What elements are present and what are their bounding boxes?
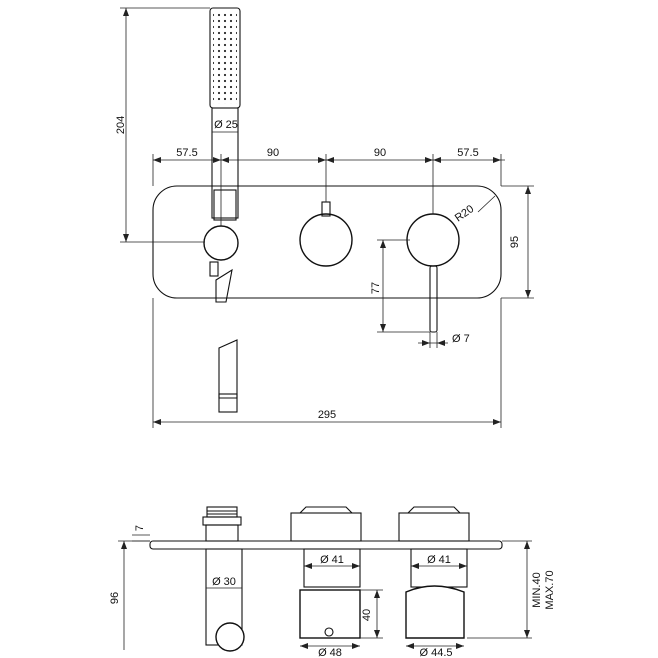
dim-lever-dia: Ø 7 xyxy=(418,332,470,348)
dim-label-dia41-a: Ø 41 xyxy=(320,554,344,566)
dim-label-r20: R20 xyxy=(453,203,476,224)
dim-min-max-depth: MIN.40 MAX.70 xyxy=(467,540,556,639)
dim-label-204: 204 xyxy=(115,116,127,134)
dim-shower-height: 204 xyxy=(115,7,210,243)
side-view: 7 96 Ø 30 Ø 41 Ø 41 xyxy=(109,506,556,658)
dim-label-57-5-right: 57.5 xyxy=(457,147,478,159)
dim-label-dia48: Ø 48 xyxy=(318,647,342,658)
dim-label-max70: MAX.70 xyxy=(544,570,556,609)
diverter-knob xyxy=(203,225,239,261)
dim-label-57-5-left: 57.5 xyxy=(176,147,197,159)
dim-radius: R20 xyxy=(453,195,496,224)
dim-diverter-dia: Ø 30 xyxy=(206,576,242,589)
spout xyxy=(218,339,238,413)
dim-base-dia-2: Ø 44.5 xyxy=(406,643,464,658)
dim-body-dia-1: Ø 41 xyxy=(304,554,360,569)
dim-label-min40: MIN.40 xyxy=(531,572,543,607)
dim-label-77: 77 xyxy=(370,282,382,294)
side-cartridge-2 xyxy=(398,506,470,639)
dim-label-7: 7 xyxy=(134,525,146,531)
dim-base-dia-1: Ø 48 xyxy=(300,643,360,658)
side-cartridge-1 xyxy=(290,506,362,639)
side-plate xyxy=(149,540,503,550)
dim-plate-thickness: 7 xyxy=(132,525,150,542)
dim-label-dia25: Ø 25 xyxy=(214,119,238,131)
dim-lever-length: 77 xyxy=(370,239,430,333)
dim-label-95: 95 xyxy=(509,236,521,248)
side-diverter xyxy=(202,506,245,652)
dim-label-90-a: 90 xyxy=(267,147,279,159)
hand-shower xyxy=(209,7,241,221)
front-view: 204 Ø 25 57.5 90 90 57.5 xyxy=(115,7,534,428)
dim-label-90-b: 90 xyxy=(374,147,386,159)
dim-overall-width: 295 xyxy=(152,298,502,428)
dim-body-dia-2: Ø 41 xyxy=(411,554,467,569)
dim-label-40: 40 xyxy=(361,609,373,621)
dim-label-96: 96 xyxy=(109,592,121,604)
dim-label-dia7: Ø 7 xyxy=(452,333,470,345)
mixer-knob-2 xyxy=(406,213,460,333)
dim-depth-40: 40 xyxy=(360,589,383,639)
dim-label-dia41-b: Ø 41 xyxy=(427,554,451,566)
dim-top-chain: 57.5 90 90 57.5 xyxy=(152,147,505,226)
dim-total-depth: 96 xyxy=(109,540,150,650)
dim-label-295: 295 xyxy=(318,409,336,421)
dim-label-dia30: Ø 30 xyxy=(212,576,236,588)
dim-plate-height: 95 xyxy=(501,185,534,299)
mixer-knob-1 xyxy=(299,201,353,267)
dim-label-dia44-5: Ø 44.5 xyxy=(419,647,452,658)
dim-hand-shower-dia: Ø 25 xyxy=(212,119,238,133)
